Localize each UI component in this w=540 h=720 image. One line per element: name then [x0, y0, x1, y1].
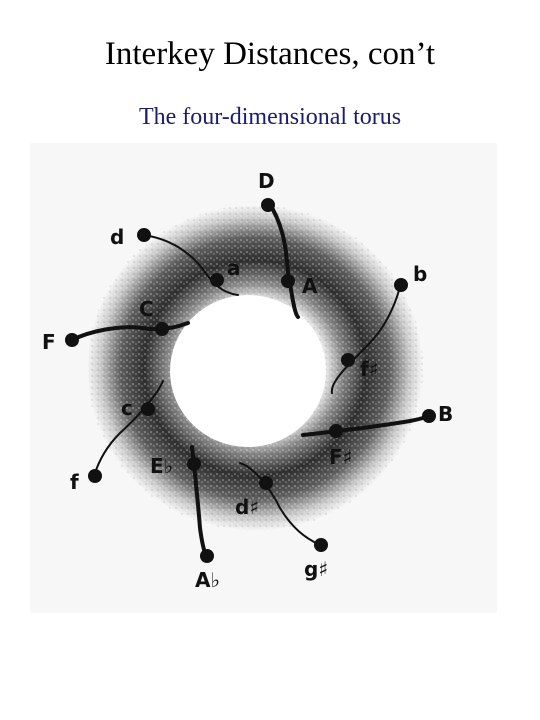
curve-F-C: [70, 321, 190, 342]
dot-Aflat: [200, 549, 214, 563]
slide-subtitle: The four-dimensional torus: [138, 104, 402, 130]
torus-diagram: D A d a b C F f♯ c B F♯ E♭ f d♯ A♭ g♯: [42, 169, 453, 592]
key-label-f-sharp: f♯: [360, 357, 378, 381]
key-label-E-flat: E♭: [150, 454, 173, 478]
torus-figure: D A d a b C F f♯ c B F♯ E♭ f d♯ A♭ g♯: [30, 143, 497, 613]
key-label-g-sharp: g♯: [304, 557, 328, 581]
torus-hole: [170, 295, 326, 447]
key-label-C: C: [139, 297, 154, 321]
dot-A: [281, 274, 295, 288]
dot-c: [141, 402, 155, 416]
dot-dsharp: [259, 476, 273, 490]
curve-d-a: [141, 234, 239, 296]
key-label-d: d: [110, 225, 124, 249]
key-label-b: b: [413, 262, 427, 286]
dot-b: [394, 278, 408, 292]
dot-F: [65, 333, 79, 347]
key-label-A-flat: A♭: [195, 568, 220, 592]
dot-d: [137, 228, 151, 242]
key-label-c: c: [121, 396, 133, 420]
dot-Eflat: [187, 457, 201, 471]
key-label-B: B: [438, 402, 453, 426]
curve-c-f: [93, 380, 164, 477]
slide-title: Interkey Distances, con’t: [104, 36, 436, 72]
curve-b-fsharp: [330, 282, 402, 394]
key-label-A: A: [302, 274, 318, 298]
curve-D-A: [266, 199, 300, 319]
key-label-f: f: [70, 470, 79, 494]
dot-f: [88, 469, 102, 483]
dot-C: [155, 322, 169, 336]
key-label-d-sharp: d♯: [235, 495, 259, 519]
curve-dsharp-gsharp: [239, 462, 321, 546]
dot-B: [422, 409, 436, 423]
dot-a: [210, 273, 224, 287]
key-label-D: D: [258, 169, 275, 193]
key-label-F: F: [42, 330, 56, 354]
key-label-F-sharp: F♯: [329, 445, 352, 469]
dot-Fsharp: [329, 424, 343, 438]
dot-gsharp: [314, 538, 328, 552]
dot-D: [261, 198, 275, 212]
dot-fsharp: [341, 353, 355, 367]
key-label-a: a: [227, 256, 241, 280]
